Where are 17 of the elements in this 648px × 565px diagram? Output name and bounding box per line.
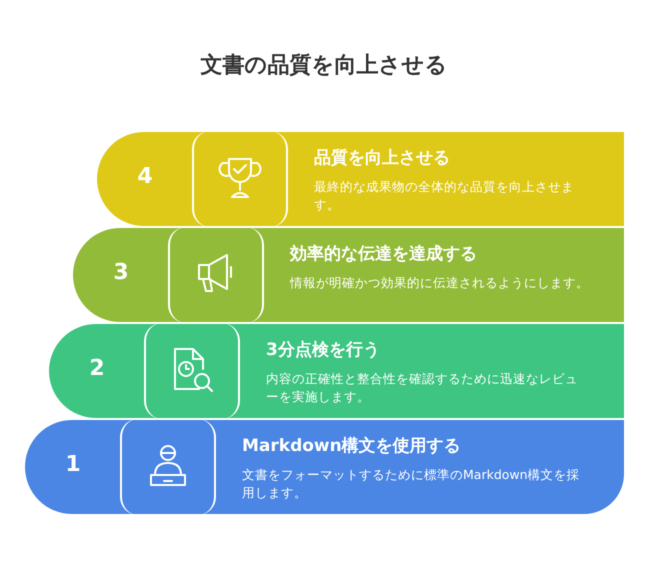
step-description: 最終的な成果物の全体的な品質を向上させます。 [314, 178, 575, 214]
step-band [49, 324, 624, 418]
step-description: 情報が明確かつ効果的に伝達されるようにします。 [290, 274, 590, 292]
step-number: 3 [112, 260, 130, 285]
step-heading: Markdown構文を使用する [242, 435, 461, 457]
step-number: 4 [136, 164, 154, 189]
title: 文書の品質を向上させる [200, 52, 448, 80]
step-heading: 3分点検を行う [266, 339, 380, 361]
step-band [97, 132, 624, 226]
step-number: 2 [88, 356, 106, 381]
step-band [73, 228, 624, 322]
step-description: 内容の正確性と整合性を確認するために迅速なレビューを実施します。 [266, 370, 579, 406]
step-description: 文書をフォーマットするために標準のMarkdown構文を採用します。 [242, 466, 581, 502]
step-band [25, 420, 624, 514]
step-heading: 効率的な伝達を達成する [290, 243, 477, 265]
step-heading: 品質を向上させる [314, 147, 450, 169]
step-number: 1 [64, 452, 82, 477]
